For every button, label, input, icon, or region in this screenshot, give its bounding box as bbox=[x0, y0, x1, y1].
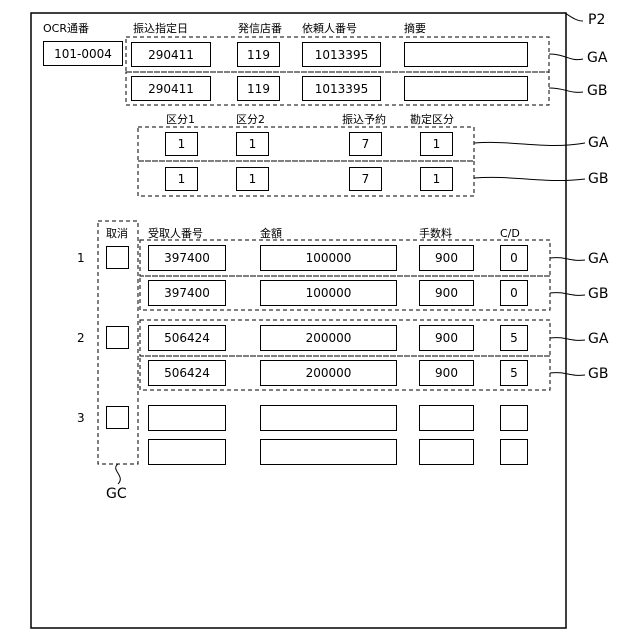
entry-number-1: 1 bbox=[77, 251, 85, 265]
cancel-checkbox-1[interactable] bbox=[106, 246, 129, 269]
reservation-field-ga[interactable]: 7 bbox=[349, 132, 382, 156]
group-label-gc: GC bbox=[106, 487, 127, 501]
entry-number-3: 3 bbox=[77, 411, 85, 425]
amount-field-2-gb[interactable]: 200000 bbox=[260, 360, 397, 386]
payee-number-field-3-ga[interactable] bbox=[148, 405, 226, 431]
payee-number-field-3-gb[interactable] bbox=[148, 439, 226, 465]
column-header-requester-number: 依頼人番号 bbox=[302, 22, 357, 36]
transfer-date-field-ga[interactable]: 290411 bbox=[131, 42, 211, 67]
column-header-transfer-date: 振込指定日 bbox=[133, 22, 188, 36]
cd-field-2-gb[interactable]: 5 bbox=[500, 360, 528, 386]
detail-header-fee: 手数料 bbox=[419, 227, 452, 241]
detail-2-ga-leader bbox=[550, 338, 585, 341]
requester-number-field-ga[interactable]: 1013395 bbox=[302, 42, 381, 67]
group-label-gb-class: GB bbox=[588, 172, 608, 186]
amount-field-2-ga[interactable]: 200000 bbox=[260, 325, 397, 351]
group-label-gb-top: GB bbox=[587, 84, 607, 98]
group-label-ga-class: GA bbox=[588, 136, 608, 150]
account-type-field-gb[interactable]: 1 bbox=[420, 167, 453, 191]
class-header-kubun1: 区分1 bbox=[166, 113, 195, 127]
detail-2-gb-leader bbox=[550, 373, 585, 376]
entry-number-2: 2 bbox=[77, 331, 85, 345]
group-label-ga-entry2: GA bbox=[588, 332, 608, 346]
summary-field-ga[interactable] bbox=[404, 42, 528, 67]
branch-number-field-ga[interactable]: 119 bbox=[237, 42, 280, 67]
fee-field-2-gb[interactable]: 900 bbox=[419, 360, 474, 386]
class-header-transfer-reservation: 振込予約 bbox=[342, 113, 386, 127]
payee-number-field-1-ga[interactable]: 397400 bbox=[148, 245, 226, 271]
reservation-field-gb[interactable]: 7 bbox=[349, 167, 382, 191]
kubun2-field-gb[interactable]: 1 bbox=[236, 167, 269, 191]
kubun2-field-ga[interactable]: 1 bbox=[236, 132, 269, 156]
cd-field-2-ga[interactable]: 5 bbox=[500, 325, 528, 351]
fee-field-2-ga[interactable]: 900 bbox=[419, 325, 474, 351]
payee-number-field-2-gb[interactable]: 506424 bbox=[148, 360, 226, 386]
detail-header-cd: C/D bbox=[500, 227, 520, 241]
branch-number-field-gb[interactable]: 119 bbox=[237, 76, 280, 101]
cd-field-3-ga[interactable] bbox=[500, 405, 528, 431]
cd-field-3-gb[interactable] bbox=[500, 439, 528, 465]
fee-field-1-gb[interactable]: 900 bbox=[419, 280, 474, 306]
cancel-checkbox-3[interactable] bbox=[106, 406, 129, 429]
payee-number-field-1-gb[interactable]: 397400 bbox=[148, 280, 226, 306]
fee-field-3-ga[interactable] bbox=[419, 405, 474, 431]
group-label-gb-entry2: GB bbox=[588, 367, 608, 381]
detail-header-amount: 金額 bbox=[260, 227, 282, 241]
class-ga-leader bbox=[474, 142, 585, 145]
detail-1-gb-leader bbox=[550, 293, 585, 296]
account-type-field-ga[interactable]: 1 bbox=[420, 132, 453, 156]
column-header-branch-number: 発信店番 bbox=[238, 22, 282, 36]
summary-field-gb[interactable] bbox=[404, 76, 528, 101]
class-header-kubun2: 区分2 bbox=[236, 113, 265, 127]
group-label-ga-top: GA bbox=[587, 51, 607, 65]
requester-number-field-gb[interactable]: 1013395 bbox=[302, 76, 381, 101]
cd-field-1-gb[interactable]: 0 bbox=[500, 280, 528, 306]
fee-field-3-gb[interactable] bbox=[419, 439, 474, 465]
detail-1-ga-leader bbox=[550, 258, 585, 261]
amount-field-3-gb[interactable] bbox=[260, 439, 397, 465]
transfer-date-field-gb[interactable]: 290411 bbox=[131, 76, 211, 101]
amount-field-3-ga[interactable] bbox=[260, 405, 397, 431]
group-label-gb-entry1: GB bbox=[588, 287, 608, 301]
cd-field-1-ga[interactable]: 0 bbox=[500, 245, 528, 271]
class-header-account-type: 勘定区分 bbox=[410, 113, 454, 127]
payee-number-field-2-ga[interactable]: 506424 bbox=[148, 325, 226, 351]
detail-header-cancel: 取消 bbox=[106, 227, 128, 241]
amount-field-1-ga[interactable]: 100000 bbox=[260, 245, 397, 271]
fee-field-1-ga[interactable]: 900 bbox=[419, 245, 474, 271]
cancel-checkbox-2[interactable] bbox=[106, 326, 129, 349]
gc-leader bbox=[116, 464, 121, 484]
class-gb-leader bbox=[474, 177, 585, 180]
ocr-number-label: OCR通番 bbox=[43, 22, 89, 36]
kubun1-field-gb[interactable]: 1 bbox=[165, 167, 198, 191]
figure-label-p2: P2 bbox=[588, 13, 605, 27]
amount-field-1-gb[interactable]: 100000 bbox=[260, 280, 397, 306]
kubun1-field-ga[interactable]: 1 bbox=[165, 132, 198, 156]
group-label-ga-entry1: GA bbox=[588, 252, 608, 266]
detail-header-payee-number: 受取人番号 bbox=[148, 227, 203, 241]
p2-leader bbox=[565, 13, 583, 21]
ocr-number-field[interactable]: 101-0004 bbox=[43, 41, 123, 66]
column-header-summary: 摘要 bbox=[404, 22, 426, 36]
